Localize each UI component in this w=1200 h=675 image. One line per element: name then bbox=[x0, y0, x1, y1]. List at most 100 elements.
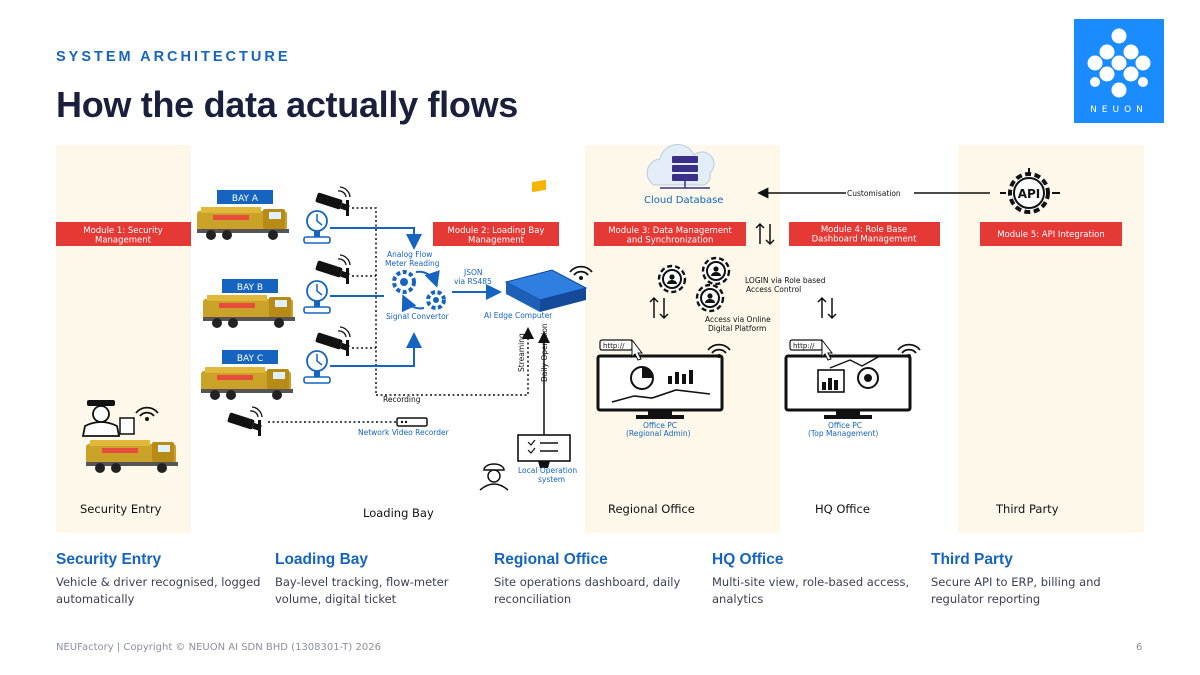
office-top-label: Office PC bbox=[828, 421, 862, 430]
zone-label-third-party: Third Party bbox=[995, 502, 1059, 516]
hq-url-bar: http:// bbox=[789, 338, 834, 361]
description-regional: Regional Office Site operations dashboar… bbox=[494, 551, 704, 608]
role-gear-icon bbox=[657, 264, 687, 294]
svg-text:http://: http:// bbox=[603, 342, 625, 350]
svg-text:BAY A: BAY A bbox=[232, 194, 259, 204]
svg-text:API: API bbox=[1018, 187, 1041, 201]
neuon-logo: NEUON bbox=[1074, 19, 1164, 123]
description-title: Third Party bbox=[931, 551, 1013, 568]
cloud-database-icon bbox=[646, 144, 715, 189]
login-label: LOGIN via Role based bbox=[745, 276, 826, 285]
svg-text:and Synchronization: and Synchronization bbox=[627, 236, 714, 246]
ai-edge-label: AI Edge Computer bbox=[484, 311, 553, 320]
local-operation-label: Local Operation bbox=[518, 466, 577, 475]
zone-bg-regional bbox=[585, 145, 780, 533]
description-loading-bay: Loading Bay Bay-level tracking, flow-met… bbox=[275, 551, 485, 608]
svg-text:(Regional Admin): (Regional Admin) bbox=[626, 429, 691, 438]
network-video-recorder-icon bbox=[396, 417, 428, 427]
svg-text:BAY B: BAY B bbox=[237, 283, 263, 293]
description-title: Loading Bay bbox=[275, 551, 369, 568]
regional-office-pc-icon bbox=[596, 354, 724, 419]
bay-a-tag: BAY A bbox=[217, 190, 273, 204]
zone-label-loading: Loading Bay bbox=[363, 506, 434, 520]
section-eyebrow: SYSTEM ARCHITECTURE bbox=[56, 49, 291, 65]
security-guard-icon bbox=[81, 400, 135, 437]
office-regional-label: Office PC bbox=[643, 421, 677, 430]
tanker-truck-bay-c-icon bbox=[201, 367, 293, 400]
description-hq: HQ Office Multi-site view, role-based ac… bbox=[712, 551, 922, 608]
svg-text:Dashboard Management: Dashboard Management bbox=[812, 235, 917, 245]
operator-icon bbox=[479, 463, 509, 491]
api-gear-icon: API bbox=[1000, 168, 1060, 214]
json-label: JSON bbox=[463, 268, 483, 277]
svg-text:Management: Management bbox=[468, 236, 525, 246]
bay-c-tag: BAY C bbox=[222, 350, 278, 364]
page-title: How the data actually flows bbox=[56, 84, 518, 125]
description-text: Bay-level tracking, flow-meter volume, d… bbox=[275, 575, 449, 606]
flow-meter-bay-c-icon bbox=[303, 350, 331, 384]
svg-text:http://: http:// bbox=[793, 342, 815, 350]
recording-label: Recording bbox=[383, 395, 421, 404]
zone-label-hq: HQ Office bbox=[815, 502, 870, 516]
module-1-label: Module 1: Security Management bbox=[56, 222, 191, 246]
daily-operation-label: Daily Operation bbox=[540, 323, 549, 382]
zone-label-security: Security Entry bbox=[80, 502, 162, 516]
streaming-label: Streaming bbox=[517, 333, 526, 372]
description-title: HQ Office bbox=[712, 551, 784, 568]
access-online-label: Access via Online bbox=[705, 315, 771, 324]
module-5-label: Module 5: API Integration bbox=[980, 222, 1122, 246]
svg-text:Meter Reading: Meter Reading bbox=[385, 259, 440, 268]
module-4-label: Module 4: Role Base Dashboard Management bbox=[789, 222, 940, 246]
svg-text:Module 3: Data Management: Module 3: Data Management bbox=[608, 226, 732, 236]
svg-text:Management: Management bbox=[95, 236, 152, 246]
description-text: Vehicle & driver recognised, logged auto… bbox=[56, 575, 261, 606]
svg-text:Module 5: API Integration: Module 5: API Integration bbox=[997, 230, 1105, 240]
description-title: Regional Office bbox=[494, 551, 608, 568]
nvr-label: Network Video Recorder bbox=[358, 428, 450, 437]
module-3-label: Module 3: Data Management and Synchroniz… bbox=[594, 222, 746, 246]
signal-convertor-label: Signal Convertor bbox=[386, 312, 450, 321]
svg-text:via RS485: via RS485 bbox=[454, 277, 492, 286]
svg-text:Access Control: Access Control bbox=[746, 285, 801, 294]
ai-edge-computer-icon bbox=[504, 179, 588, 312]
camera-feed-lines bbox=[268, 207, 534, 423]
flow-meter-bay-a-icon bbox=[303, 210, 331, 244]
cctv-camera-entry-icon bbox=[226, 406, 263, 437]
signal-convertor-icon bbox=[392, 270, 446, 313]
description-security: Security Entry Vehicle & driver recognis… bbox=[56, 551, 266, 608]
bay-b-tag: BAY B bbox=[222, 279, 278, 293]
logo-wordmark: NEUON bbox=[1090, 105, 1148, 115]
svg-text:(Top Management): (Top Management) bbox=[808, 429, 878, 438]
tanker-truck-bay-b-icon bbox=[203, 295, 295, 328]
page-number: 6 bbox=[1136, 642, 1143, 653]
flow-meter-signal-lines bbox=[330, 227, 502, 367]
hq-sync-arrows-icon bbox=[817, 297, 837, 319]
svg-text:Module 2: Loading Bay: Module 2: Loading Bay bbox=[448, 226, 545, 236]
cloud-database-label: Cloud Database bbox=[644, 195, 723, 206]
svg-text:Digital Platform: Digital Platform bbox=[708, 324, 766, 333]
svg-text:Module 4: Role Base: Module 4: Role Base bbox=[821, 225, 907, 235]
hq-office-pc-icon bbox=[784, 354, 912, 419]
logo-dots-icon bbox=[1087, 28, 1151, 98]
description-text: Secure API to ERP, billing and regulator… bbox=[931, 575, 1101, 606]
footer-copyright: NEUFactory | Copyright © NEUON AI SDN BH… bbox=[56, 642, 381, 653]
description-text: Site operations dashboard, daily reconci… bbox=[494, 575, 681, 606]
svg-text:Module 1: Security: Module 1: Security bbox=[83, 226, 163, 236]
customisation-label: Customisation bbox=[847, 189, 901, 198]
role-gear-icon bbox=[695, 283, 725, 313]
role-gear-icon bbox=[701, 256, 731, 286]
local-operation-pc-icon bbox=[517, 434, 571, 468]
regional-url-bar: http:// bbox=[599, 338, 644, 361]
tanker-truck-bay-a-icon bbox=[197, 207, 289, 240]
module-2-label: Module 2: Loading Bay Management bbox=[433, 222, 559, 246]
analog-flow-label: Analog Flow bbox=[387, 250, 432, 259]
zone-bg-security bbox=[56, 145, 191, 533]
description-third-party: Third Party Secure API to ERP, billing a… bbox=[931, 551, 1141, 608]
description-title: Security Entry bbox=[56, 551, 162, 568]
description-text: Multi-site view, role-based access, anal… bbox=[712, 575, 910, 606]
zone-label-regional: Regional Office bbox=[608, 502, 695, 516]
svg-text:BAY C: BAY C bbox=[237, 354, 263, 364]
flow-meter-bay-b-icon bbox=[303, 280, 331, 314]
svg-text:system: system bbox=[538, 475, 565, 484]
